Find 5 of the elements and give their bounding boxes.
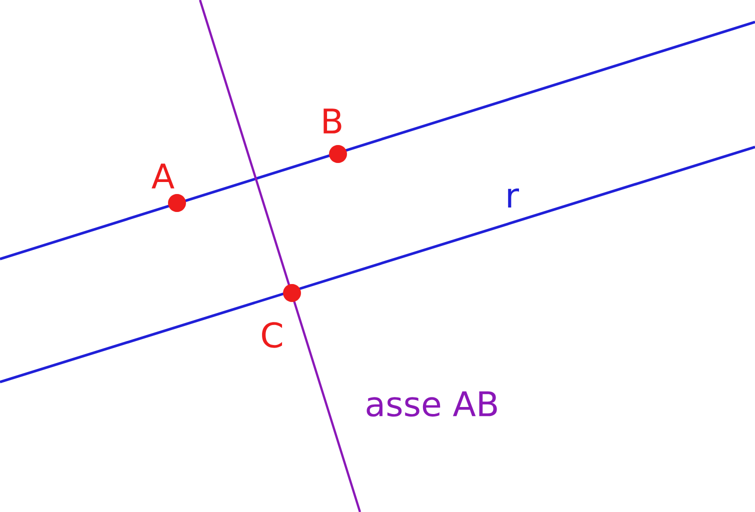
point-label: A xyxy=(152,164,174,188)
point-label: C xyxy=(262,322,282,348)
line-label: asse AB xyxy=(366,391,497,417)
line-label: r xyxy=(508,188,519,208)
point-label: B xyxy=(324,108,342,134)
